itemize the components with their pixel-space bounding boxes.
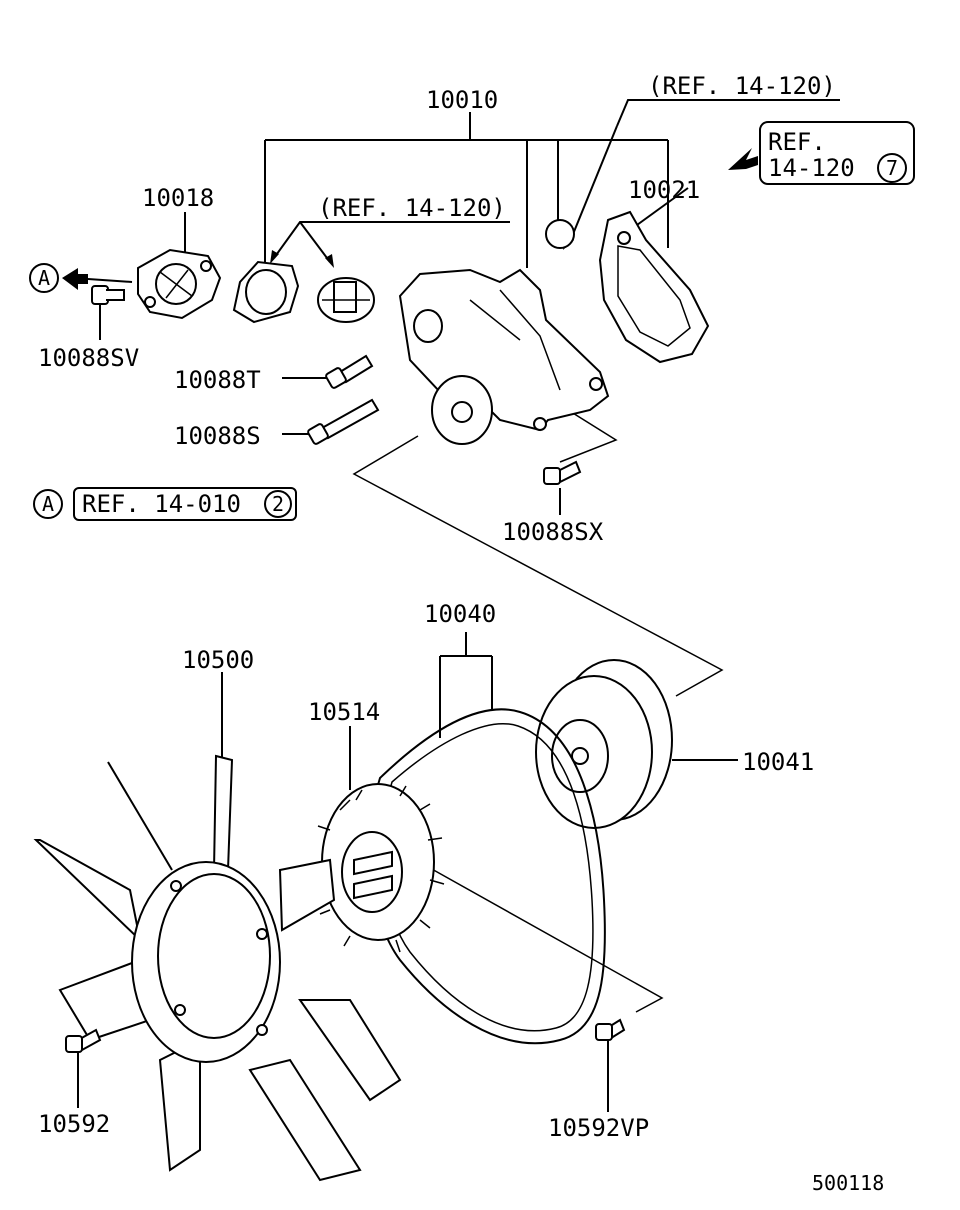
part-label-10088sv: 10088SV	[38, 344, 139, 372]
part-label-10018: 10018	[142, 184, 214, 212]
water-pump	[398, 268, 610, 445]
part-label-10088sx: 10088SX	[502, 518, 604, 546]
pulley	[535, 659, 673, 829]
part-label-10592vp: 10592VP	[548, 1114, 649, 1142]
leader-lines	[62, 99, 840, 1112]
o-ring	[545, 219, 575, 249]
part-label-10514: 10514	[308, 698, 380, 726]
pump-gasket	[598, 210, 710, 364]
part-label-10088s: 10088S	[174, 422, 261, 450]
ref-box-circle: 7	[886, 156, 898, 180]
marker-a-letter: A	[42, 492, 54, 516]
thermostat-gasket	[232, 260, 300, 324]
thermostat-housing	[137, 248, 222, 320]
ref-box-line2: 14-120	[768, 154, 855, 182]
part-label-10500: 10500	[182, 646, 254, 674]
bolt-10088sv	[91, 285, 125, 305]
part-label-10021: 10021	[628, 176, 700, 204]
drive-belt	[368, 708, 606, 1045]
part-label-10088t: 10088T	[174, 366, 261, 394]
part-label-10592: 10592	[38, 1110, 110, 1138]
diagram-code: 500118	[812, 1171, 884, 1195]
part-label-10040: 10040	[424, 600, 496, 628]
part-label-10010: 10010	[426, 86, 498, 114]
cooling-fan	[33, 754, 402, 1182]
bolt-10592	[65, 1028, 102, 1053]
fan-clutch	[314, 783, 445, 953]
ref-a-box-text: REF. 14-010	[82, 490, 241, 518]
ref-a-box-circle: 2	[272, 492, 284, 516]
ref-a-box: A REF. 14-010 2	[33, 487, 297, 521]
bolt-10592vp	[595, 1018, 626, 1042]
ref-box-14-120: REF. 14-120 7	[759, 121, 915, 185]
ref-box-line1: REF.	[768, 128, 826, 156]
part-label-10041: 10041	[742, 748, 814, 776]
bolt-10088t	[325, 354, 374, 389]
marker-a-top-letter: A	[38, 266, 50, 290]
bolt-10088sx	[543, 460, 582, 485]
ref-marker-a-top: A	[29, 263, 59, 293]
ref-top-label: (REF. 14-120)	[648, 72, 836, 100]
ref-mid-label: (REF. 14-120)	[318, 194, 506, 222]
thermostat	[317, 277, 375, 323]
bolt-10088s	[307, 398, 380, 445]
